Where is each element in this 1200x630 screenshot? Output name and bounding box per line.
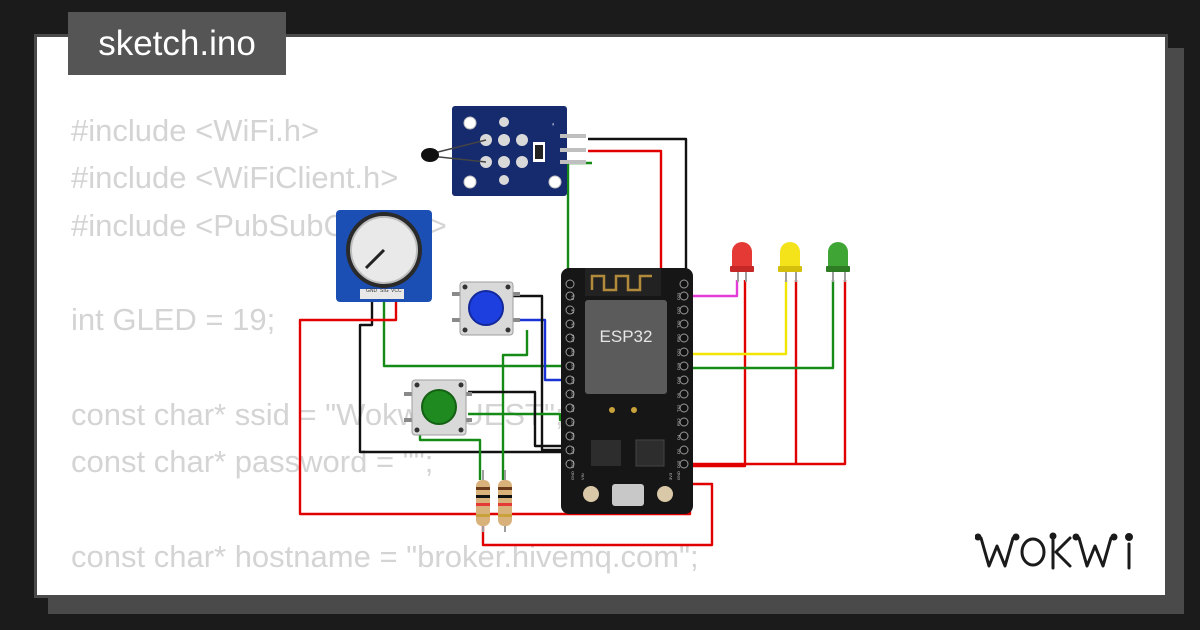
wire-green-pot — [382, 300, 575, 368]
board-pins-left — [565, 279, 575, 469]
wire-black-button — [513, 294, 575, 452]
pin-label: D2 — [676, 448, 681, 454]
file-tab[interactable]: sketch.ino — [68, 12, 286, 75]
pin-label: RX0 — [676, 333, 681, 342]
code-line: #include <WiFiClient.h> — [71, 160, 399, 196]
pin-label: TX2 — [676, 404, 681, 412]
pin-label: D26 — [570, 404, 575, 412]
pin-label: VIN — [580, 473, 585, 480]
pin-label: D33 — [570, 376, 575, 384]
temperature-sensor-module[interactable]: - S — [421, 106, 586, 196]
code-line: const char* hostname = "broker.hivemq.co… — [71, 538, 699, 574]
pot-pin-label: SIG — [380, 288, 389, 294]
led-yellow[interactable] — [778, 242, 802, 282]
wire-magenta-led — [688, 280, 739, 298]
button-cap[interactable] — [421, 389, 457, 425]
pin-label: D35 — [570, 348, 575, 356]
led-bulb — [732, 242, 752, 272]
pin-label: GND — [676, 471, 681, 480]
button-cap[interactable] — [468, 290, 504, 326]
usb-port — [612, 484, 644, 506]
led-green[interactable] — [826, 242, 850, 282]
wire-red-led — [672, 280, 747, 468]
pin-label: VP — [570, 308, 575, 314]
wire-green-led — [688, 280, 835, 370]
pin-label: D23 — [676, 292, 681, 300]
sensor-pin-label: - — [548, 123, 559, 126]
wire-black-button2 — [468, 390, 575, 448]
pin-label: 3V3 — [668, 472, 673, 480]
boot-button[interactable] — [657, 486, 673, 502]
wire-red-led3 — [796, 280, 847, 466]
pot-pin-label: VCC — [391, 288, 402, 294]
resistor-1[interactable] — [476, 470, 490, 532]
pin-label: D19 — [676, 362, 681, 370]
pin-label: RX2 — [676, 417, 681, 426]
pin-label: D4 — [676, 434, 681, 440]
led-red[interactable] — [730, 242, 754, 282]
pin-label: D34 — [570, 334, 575, 342]
pin-label: D25 — [570, 390, 575, 398]
sensor-pin-label: S — [551, 177, 562, 184]
wire-blue-button — [513, 318, 575, 382]
wire-green-button2 — [468, 412, 575, 422]
code-line: int GLED = 19; — [71, 302, 276, 338]
resistor-2[interactable] — [498, 470, 512, 532]
pushbutton-green[interactable] — [404, 379, 472, 436]
led-bulb — [780, 242, 800, 272]
esp32-module — [585, 300, 667, 394]
pin-label: EN — [570, 294, 575, 300]
led-bulb — [828, 242, 848, 272]
wire-yellow-led — [688, 280, 788, 356]
pushbutton-blue[interactable] — [452, 281, 520, 336]
pin-label: GND — [570, 471, 575, 480]
potentiometer[interactable]: GND SIG VCC — [336, 210, 432, 302]
pin-label: D12 — [570, 446, 575, 454]
wire-red-led2 — [690, 280, 798, 466]
en-button[interactable] — [583, 486, 599, 502]
code-line: #include <WiFi.h> — [71, 113, 320, 148]
wire-black-pot — [358, 300, 575, 454]
board-label: ESP32 — [600, 327, 653, 346]
wire-green-button1 — [501, 330, 529, 480]
thermistor-icon — [421, 148, 439, 162]
wire-red-resistors — [481, 482, 714, 547]
pin-label: TX0 — [676, 320, 681, 328]
pin-label: D32 — [570, 362, 575, 370]
pin-label: D15 — [676, 460, 681, 468]
pin-label: D22 — [676, 306, 681, 314]
esp32-board[interactable]: ESP32 EN VP VN D34 D35 D32 D — [561, 268, 693, 514]
pin-label: D18 — [676, 376, 681, 384]
pin-label: D5 — [676, 392, 681, 398]
wokwi-logo — [975, 532, 1133, 570]
pin-label: VN — [570, 322, 575, 328]
pin-label: D27 — [570, 418, 575, 426]
pot-pin-label: GND — [366, 288, 378, 294]
pin-label: D21 — [676, 348, 681, 356]
pin-label: D14 — [570, 432, 575, 440]
board-pins-right — [679, 279, 689, 469]
pin-label: D13 — [570, 460, 575, 468]
